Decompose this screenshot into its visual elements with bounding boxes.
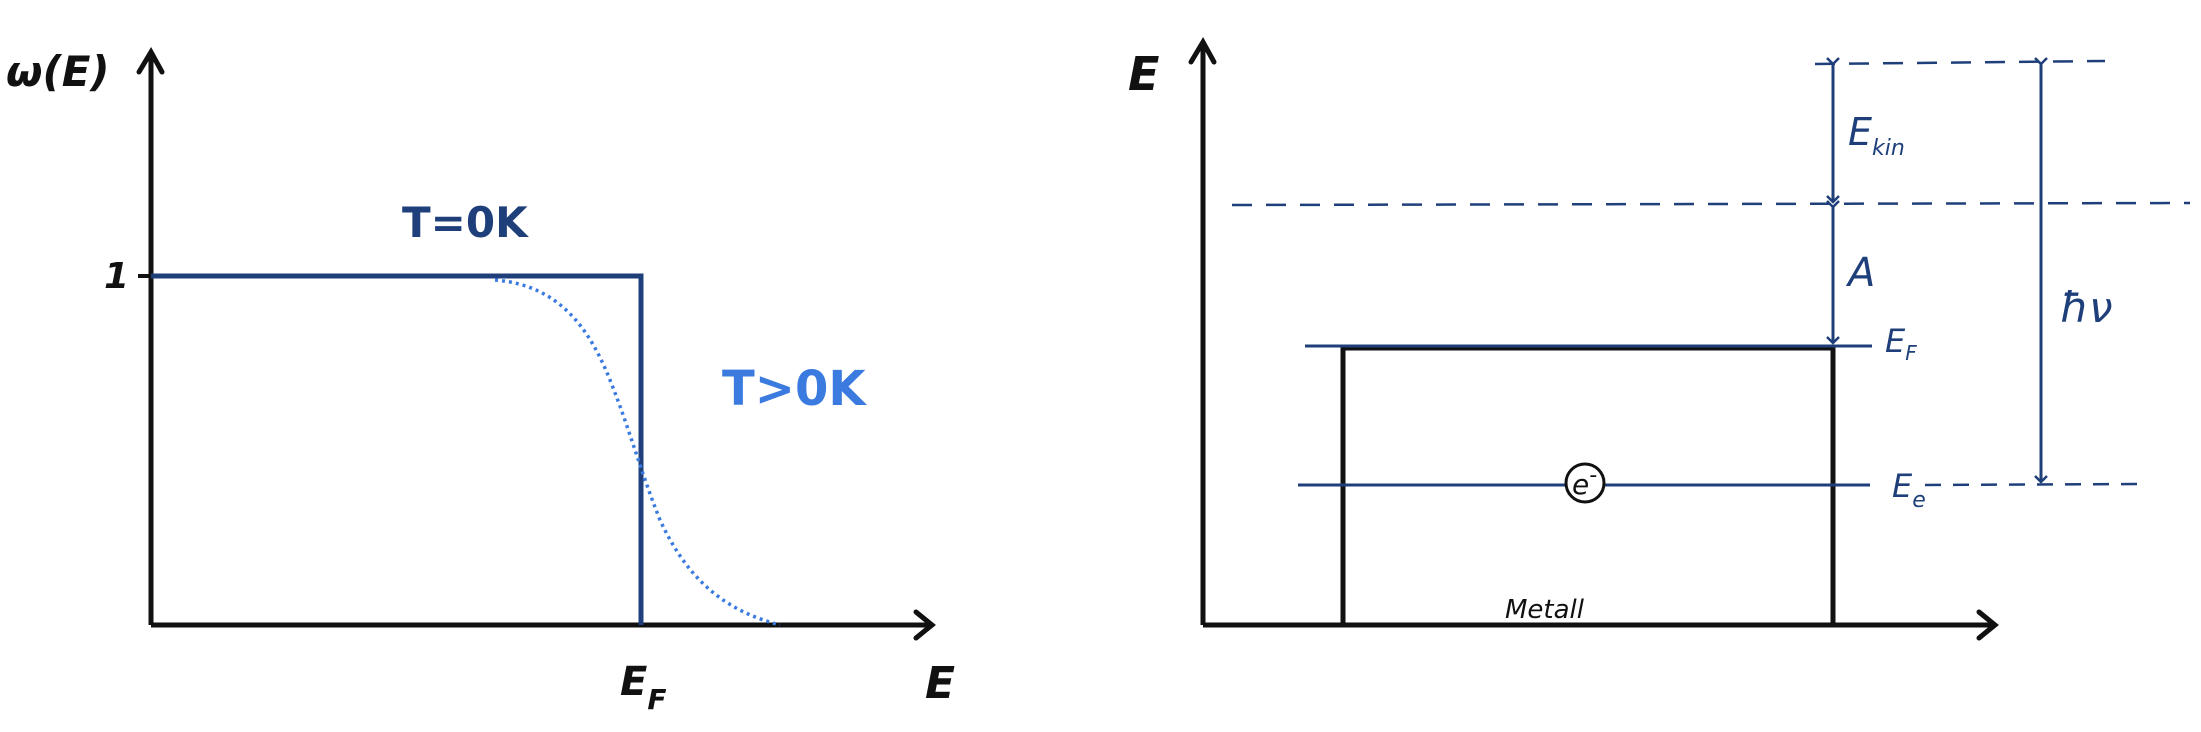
electron-level-label: Ee [1892, 467, 1926, 513]
photoelectric-energy-diagram: e- E Metall Ekin A ħν EF Ee [1128, 36, 2191, 641]
photon-energy-label: ħν [2060, 283, 2113, 332]
electron-level-extension [1924, 482, 2141, 487]
work-function-label: A [1845, 250, 1875, 296]
vacuum-level-line [1231, 201, 2191, 207]
electron-marker [1564, 462, 1606, 504]
ekin-subscript: kin [1872, 136, 1905, 161]
kinetic-top-level-line [1814, 59, 2106, 66]
left-y-axis-arrowhead [136, 46, 165, 75]
left-x-axis-arrowhead [913, 609, 936, 641]
electron-symbol: e- [1572, 463, 1597, 501]
electron-letter: e [1572, 468, 1589, 501]
y-tick-one-label: 1 [104, 256, 129, 297]
electron-level-letter: E [1892, 467, 1913, 505]
fermi-level-label: EF [1885, 322, 1917, 365]
fermi-level-letter: E [1885, 322, 1906, 360]
fermi-energy-tick-label: EF [620, 659, 666, 716]
step-function-t0 [151, 273, 644, 625]
left-x-axis-label: E [925, 658, 955, 709]
left-y-axis-label: ω(E) [6, 47, 110, 96]
electron-charge: - [1589, 463, 1597, 488]
right-y-axis-arrowhead [1188, 36, 1217, 65]
fermi-level-subscript: F [1905, 341, 1917, 365]
electron-level-subscript: e [1912, 488, 1926, 513]
fermi-energy-tick-subscript: F [647, 683, 666, 716]
fermi-curve-tpos [494, 278, 781, 627]
curve-t0-label: T=0K [402, 198, 529, 247]
fermi-distribution-diagram: ω(E) E 1 EF T=0K T>0K [6, 46, 955, 716]
curve-tpos-label: T>0K [722, 361, 867, 417]
right-y-axis-label: E [1128, 47, 1159, 101]
ekin-label: Ekin [1848, 110, 1905, 161]
right-x-axis-arrowhead [1976, 609, 1999, 641]
fermi-energy-tick-letter: E [620, 659, 647, 705]
metal-label: Metall [1505, 595, 1585, 625]
ekin-letter: E [1848, 110, 1872, 154]
